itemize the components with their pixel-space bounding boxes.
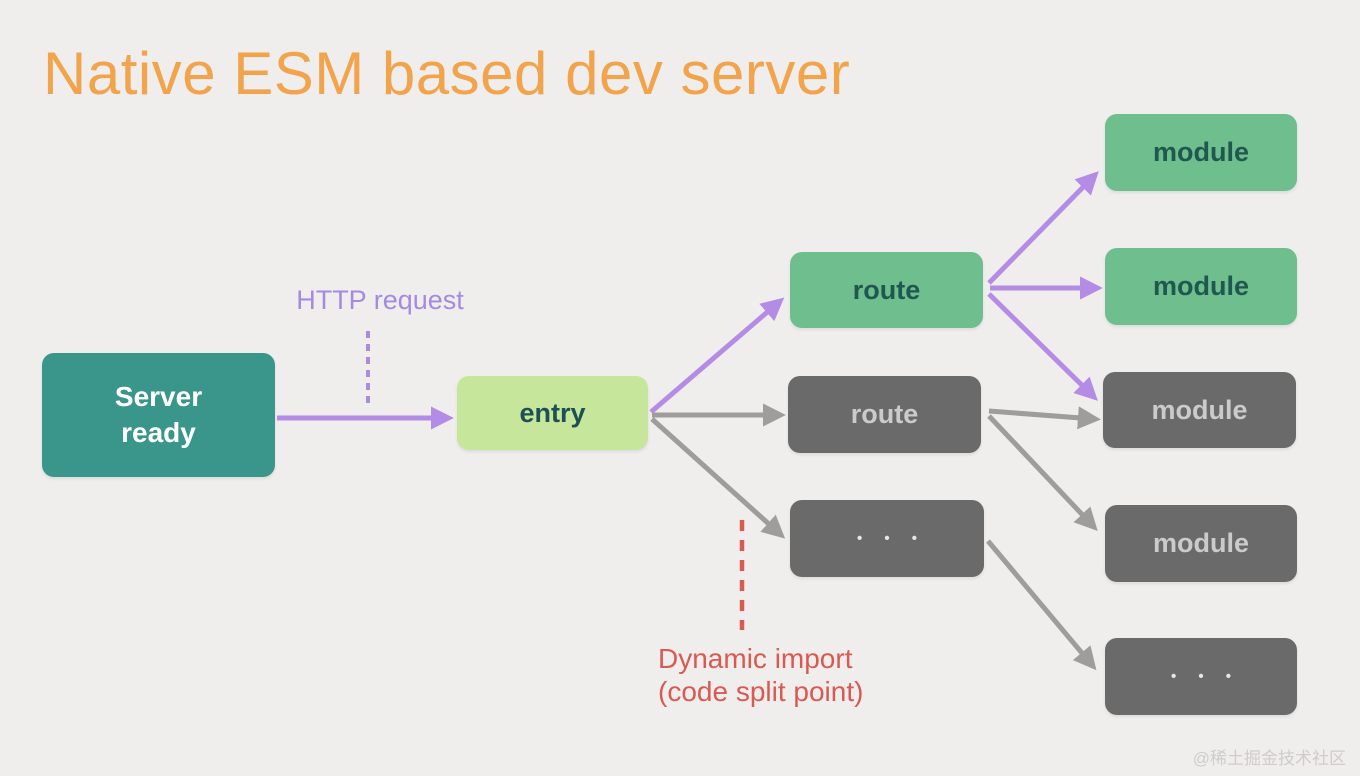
node-more-routes: • • • (790, 500, 984, 577)
node-module-1: module (1105, 114, 1297, 191)
node-route-top: route (790, 252, 983, 328)
node-entry: entry (457, 376, 648, 450)
node-more-modules: • • • (1105, 638, 1297, 715)
arrow-entry-to-route-top (649, 297, 785, 414)
node-module-3: module (1103, 372, 1296, 448)
arrow-route-mid-to-module-3 (988, 406, 1101, 430)
arrow-route-mid-to-module-4 (987, 414, 1098, 532)
node-module-4: module (1105, 505, 1297, 582)
arrow-route-top-to-module-3 (987, 292, 1098, 401)
arrow-entry-to-more-routes (650, 417, 786, 539)
node-module-2: module (1105, 248, 1297, 325)
node-server-ready: Server ready (42, 353, 275, 477)
node-route-mid: route (788, 376, 981, 453)
watermark: @稀土掘金技术社区 (1192, 749, 1346, 768)
http-request-label: HTTP request (296, 285, 464, 315)
arrow-more-routes-to-more-modules (986, 539, 1097, 671)
page-title: Native ESM based dev server (43, 40, 851, 107)
arrow-route-top-to-module-1 (987, 171, 1099, 285)
dynamic-import-label: Dynamic import (code split point) (658, 643, 864, 707)
